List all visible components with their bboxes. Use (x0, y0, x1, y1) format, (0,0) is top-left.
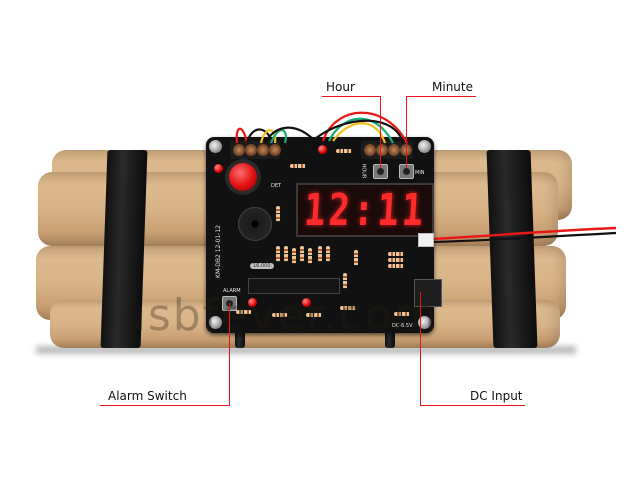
board-leg-right (385, 330, 395, 348)
pcb-label-det: DET (271, 183, 282, 189)
resistor (284, 246, 288, 262)
pcb-label-hour: HOUR (360, 163, 367, 179)
resistor (326, 246, 330, 262)
resistor (388, 258, 404, 262)
dc-input-jack (414, 279, 442, 307)
led-display: 12:11 (296, 183, 434, 237)
resistor (388, 264, 404, 268)
resistor (318, 246, 322, 262)
detonator-button (229, 163, 257, 191)
status-led (318, 145, 327, 154)
power-wire (429, 226, 617, 244)
hour-callout-label: Hour (326, 80, 355, 94)
screw (418, 316, 431, 329)
terminal-screw (269, 144, 281, 156)
hour-callout-line-h (322, 96, 381, 97)
screw (209, 140, 222, 153)
terminal-screw (257, 144, 269, 156)
power-connector (418, 233, 434, 247)
hour-callout-line-v (380, 96, 381, 168)
crystal-label: 16.000 (250, 263, 274, 269)
resistor (336, 149, 352, 153)
tape-band-left (100, 150, 148, 348)
pcb-label-min: MIN (415, 170, 425, 176)
minute-callout-label: Minute (432, 80, 473, 94)
buzzer (238, 207, 272, 241)
dc-callout-line-h (420, 405, 525, 406)
resistor (276, 206, 280, 222)
resistor (340, 306, 356, 310)
minute-callout-line-h (406, 96, 476, 97)
status-led (214, 164, 223, 173)
minute-callout-line-v (406, 96, 407, 168)
resistor (292, 248, 296, 264)
resistor (308, 248, 312, 264)
microcontroller-chip (248, 278, 340, 294)
alarm-callout-line-h (100, 405, 230, 406)
bundle-shadow (36, 346, 576, 354)
resistor (290, 164, 306, 168)
terminal-screw (376, 144, 388, 156)
terminal-screw (245, 144, 257, 156)
pcb-label-alarm: ALARM (223, 288, 241, 294)
dc-callout-line-v (420, 292, 421, 405)
dc-callout-label: DC Input (470, 389, 523, 403)
status-led (248, 298, 257, 307)
pcb-label-dc: DC-6.5V (392, 323, 413, 329)
time-readout: 12:11 (302, 184, 428, 236)
status-led (302, 298, 311, 307)
terminal-screw (388, 144, 400, 156)
alarm-callout-label: Alarm Switch (108, 389, 187, 403)
screw (209, 316, 222, 329)
resistor (394, 312, 410, 316)
resistor (306, 313, 322, 317)
alarm-callout-line-v (229, 303, 230, 405)
resistor (300, 246, 304, 262)
pcb-label-model: KM-DB2 12-01-12 (214, 225, 222, 278)
resistor (272, 313, 288, 317)
resistor (354, 250, 358, 266)
terminal-screw (233, 144, 245, 156)
trigger-wires (235, 111, 408, 144)
resistor (343, 273, 347, 289)
resistor (276, 246, 280, 262)
screw (418, 140, 431, 153)
board-leg-left (235, 330, 245, 348)
resistor (388, 252, 404, 256)
resistor (236, 310, 252, 314)
terminal-screw (364, 144, 376, 156)
